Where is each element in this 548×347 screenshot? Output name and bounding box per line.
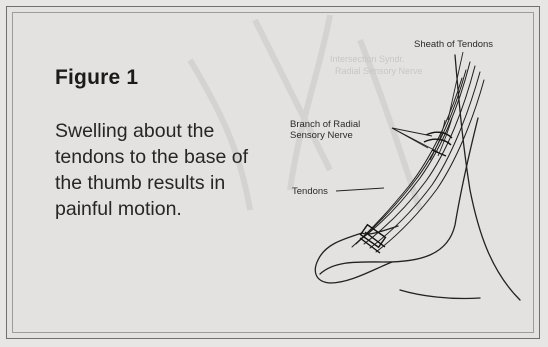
figure-caption: Swelling about the tendons to the base o…: [55, 118, 275, 222]
label-branch-radial-line2: Sensory Nerve: [290, 130, 353, 141]
label-branch-radial-line1: Branch of Radial: [290, 119, 360, 130]
ghost-text-1: Intersection Syndr.: [330, 54, 405, 64]
label-sheath-of-tendons: Sheath of Tendons: [414, 39, 493, 50]
figure-title: Figure 1: [55, 66, 138, 90]
label-tendons: Tendons: [292, 186, 328, 197]
tendons-bundle: [352, 62, 484, 252]
ghost-text-2: Radial Sensory Nerve: [335, 66, 423, 76]
